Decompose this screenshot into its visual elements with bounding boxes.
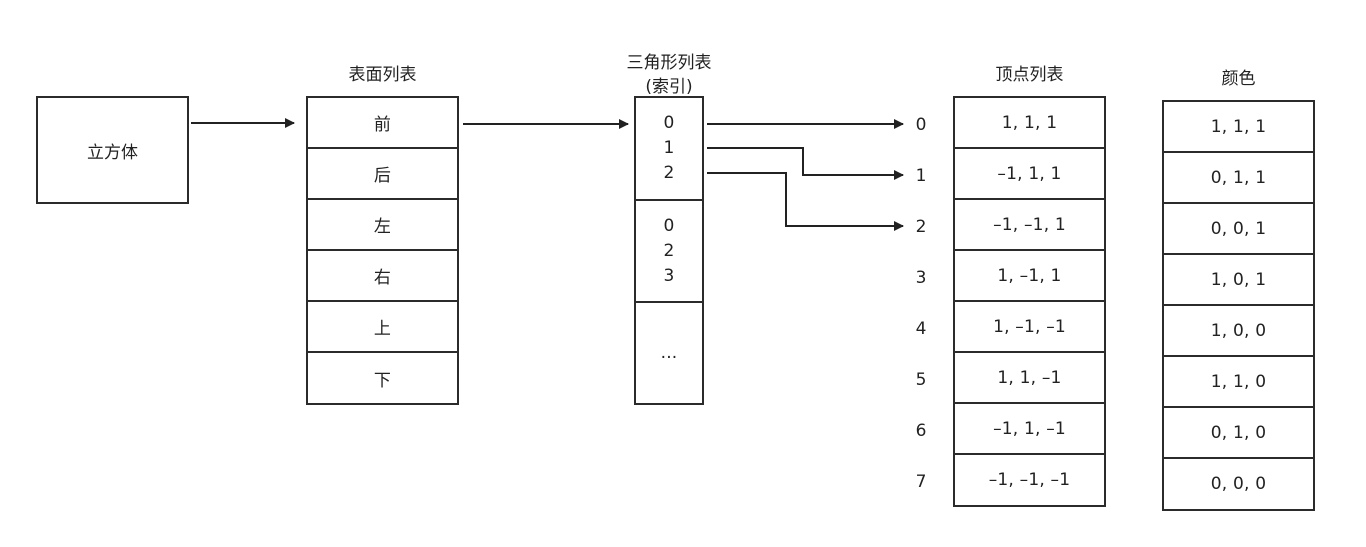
face-row: 后: [308, 149, 457, 200]
vertex-row: 1, 1, 1: [955, 98, 1104, 149]
triangles-title-line2: (索引): [645, 77, 693, 97]
triangle-ellipsis: ...: [660, 343, 678, 363]
color-value: 1, 1, 1: [1210, 116, 1267, 137]
color-row: 0, 0, 0: [1164, 459, 1313, 509]
triangle-index: 0: [663, 215, 675, 236]
face-label: 左: [373, 217, 392, 237]
vertex-value: 1, –1, 1: [997, 265, 1062, 286]
color-value: 1, 0, 1: [1210, 269, 1267, 290]
vertex-index: 1: [915, 166, 927, 186]
color-row: 1, 1, 0: [1164, 357, 1313, 408]
vertices-list: 1, 1, 1 –1, 1, 1 –1, –1, 1 1, –1, 1 1, –…: [953, 96, 1106, 507]
vertex-value: –1, –1, 1: [993, 214, 1066, 235]
vertex-value: 1, –1, –1: [993, 316, 1066, 337]
vertex-value: 1, 1, 1: [1001, 112, 1058, 133]
color-row: 0, 1, 1: [1164, 153, 1313, 204]
vertex-index: 5: [915, 370, 927, 390]
cube-label: 立方体: [87, 142, 138, 163]
triangles-list: 0 1 2 0 2 3 ...: [634, 96, 704, 405]
face-row: 右: [308, 251, 457, 302]
vertex-row: –1, 1, –1: [955, 404, 1104, 455]
color-value: 0, 1, 0: [1210, 422, 1267, 443]
faces-title: 表面列表: [348, 65, 417, 85]
arrow-index-2-to-vertex-2: [707, 172, 904, 231]
vertex-row: –1, 1, 1: [955, 149, 1104, 200]
triangle-group: 0 2 3: [636, 201, 702, 303]
vertex-row: 1, –1, 1: [955, 251, 1104, 302]
face-row: 前: [308, 98, 457, 149]
vertex-index: 6: [915, 421, 927, 441]
arrow-index-1-to-vertex-1: [707, 147, 904, 180]
vertex-value: –1, –1, –1: [988, 470, 1071, 490]
face-label: 上: [373, 319, 392, 339]
vertex-index: 0: [915, 115, 927, 135]
vertices-title: 顶点列表: [995, 65, 1064, 85]
vertex-row: 1, 1, –1: [955, 353, 1104, 404]
vertex-row: 1, –1, –1: [955, 302, 1104, 353]
vertex-index: 7: [915, 472, 927, 492]
triangle-group: 0 1 2: [636, 98, 702, 201]
triangle-index: 0: [663, 113, 675, 133]
colors-list: 1, 1, 1 0, 1, 1 0, 0, 1 1, 0, 1 1, 0, 0 …: [1162, 100, 1315, 511]
color-row: 0, 0, 1: [1164, 204, 1313, 255]
vertex-value: 1, 1, –1: [997, 367, 1062, 388]
triangle-index: 1: [663, 138, 675, 158]
vertex-row: –1, –1, 1: [955, 200, 1104, 251]
triangle-index: 2: [663, 163, 675, 183]
cube-box: 立方体: [36, 96, 189, 204]
vertex-value: –1, 1, –1: [993, 418, 1066, 439]
triangle-index: 2: [663, 240, 675, 261]
face-label: 右: [373, 268, 392, 288]
color-value: 0, 0, 0: [1210, 474, 1267, 494]
vertex-value: –1, 1, 1: [997, 163, 1062, 184]
face-row: 下: [308, 353, 457, 403]
color-value: 0, 1, 1: [1210, 167, 1267, 188]
face-row: 上: [308, 302, 457, 353]
face-label: 后: [373, 166, 392, 186]
faces-list: 前 后 左 右 上 下: [306, 96, 459, 405]
face-row: 左: [308, 200, 457, 251]
vertex-index: 3: [915, 268, 927, 288]
colors-title: 颜色: [1221, 69, 1256, 89]
color-row: 0, 1, 0: [1164, 408, 1313, 459]
face-label: 下: [373, 370, 392, 391]
color-row: 1, 0, 0: [1164, 306, 1313, 357]
vertex-index: 2: [915, 217, 927, 237]
color-row: 1, 1, 1: [1164, 102, 1313, 153]
vertex-index: 4: [915, 319, 927, 339]
triangle-index: 3: [663, 265, 675, 286]
color-row: 1, 0, 1: [1164, 255, 1313, 306]
vertex-row: –1, –1, –1: [955, 455, 1104, 505]
triangle-group: ...: [636, 303, 702, 403]
color-value: 0, 0, 1: [1210, 218, 1267, 239]
triangles-title-line1: 三角形列表: [626, 53, 712, 73]
color-value: 1, 1, 0: [1210, 371, 1267, 392]
face-label: 前: [373, 115, 392, 135]
color-value: 1, 0, 0: [1210, 320, 1267, 341]
